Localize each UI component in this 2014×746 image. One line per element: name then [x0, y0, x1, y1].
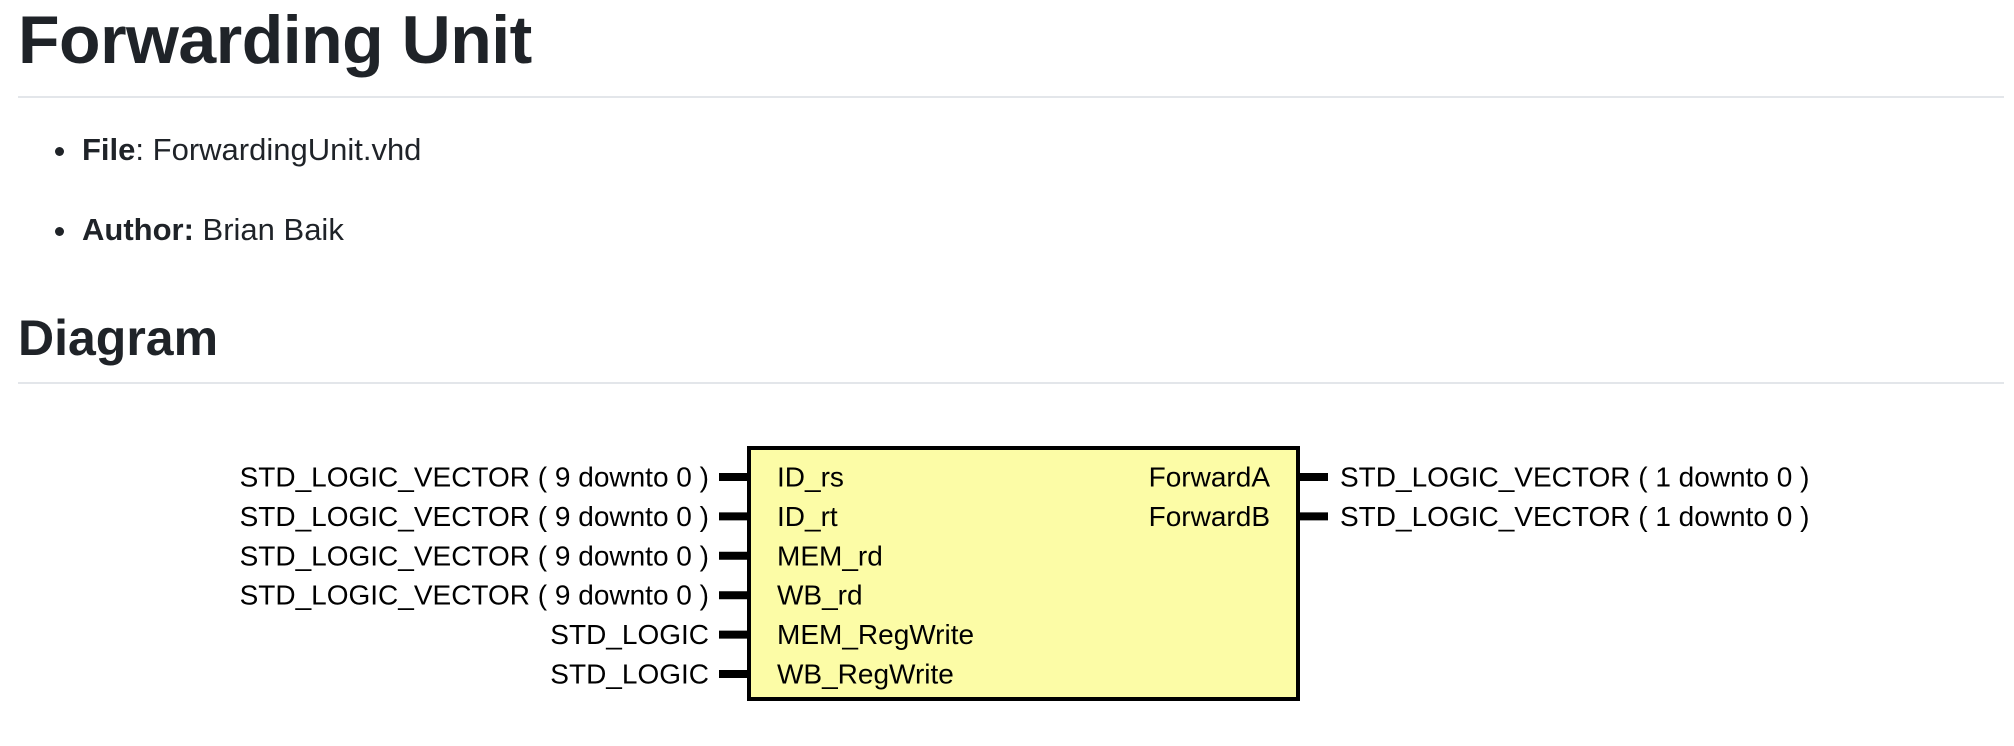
input-port-name: ID_rt — [777, 501, 838, 532]
author-name: Brian Baik — [202, 212, 344, 247]
input-port-name: MEM_rd — [777, 540, 883, 571]
file-separator: : — [135, 132, 153, 167]
file-info-item: File: ForwardingUnit.vhd — [0, 130, 421, 170]
input-port-type: STD_LOGIC_VECTOR ( 9 downto 0 ) — [240, 501, 709, 532]
input-port-type: STD_LOGIC — [550, 619, 709, 650]
input-port-type: STD_LOGIC — [550, 659, 709, 690]
input-port-type: STD_LOGIC_VECTOR ( 9 downto 0 ) — [240, 540, 709, 571]
diagram-heading-divider — [18, 382, 2004, 384]
input-port-name: MEM_RegWrite — [777, 619, 974, 650]
input-port-name: ID_rs — [777, 462, 844, 493]
output-port-type: STD_LOGIC_VECTOR ( 1 downto 0 ) — [1340, 462, 1809, 493]
output-port-name: ForwardA — [1149, 462, 1271, 493]
bullet-icon — [55, 227, 64, 236]
title-divider — [18, 96, 2004, 98]
input-port-type: STD_LOGIC_VECTOR ( 9 downto 0 ) — [240, 462, 709, 493]
file-label: File — [82, 132, 136, 167]
author-label: Author: — [82, 212, 194, 247]
input-port-name: WB_rd — [777, 580, 863, 611]
file-info-list: File: ForwardingUnit.vhd Author: Brian B… — [0, 130, 421, 250]
input-port-type: STD_LOGIC_VECTOR ( 9 downto 0 ) — [240, 580, 709, 611]
file-name: ForwardingUnit.vhd — [152, 132, 422, 167]
diagram-heading: Diagram — [18, 310, 219, 366]
bullet-icon — [55, 147, 64, 156]
author-info-item: Author: Brian Baik — [0, 210, 421, 250]
page-title: Forwarding Unit — [18, 2, 532, 78]
output-port-type: STD_LOGIC_VECTOR ( 1 downto 0 ) — [1340, 501, 1809, 532]
input-port-name: WB_RegWrite — [777, 659, 954, 690]
output-port-name: ForwardB — [1149, 501, 1270, 532]
entity-block — [747, 446, 1300, 701]
